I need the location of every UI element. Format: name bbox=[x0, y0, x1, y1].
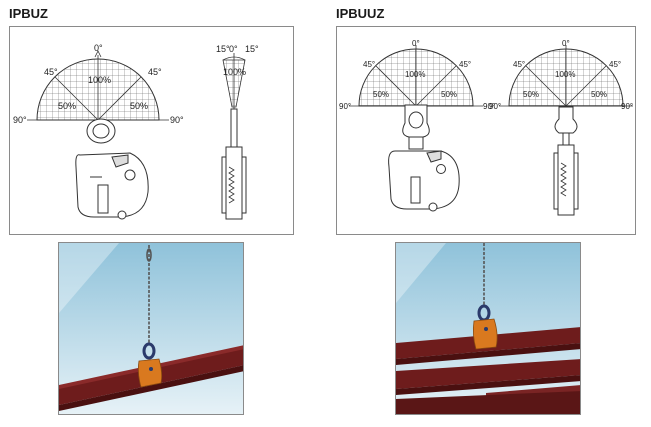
angle-label-top: 0° bbox=[94, 43, 103, 53]
ipbuz-clamp-front-view bbox=[75, 118, 149, 220]
angle-label-top: 0° bbox=[412, 39, 420, 48]
load-label-half-left: 50% bbox=[58, 101, 76, 111]
side-angle-label-left: 15° bbox=[216, 44, 230, 54]
ipbuuz-usage-illustration bbox=[395, 242, 581, 415]
load-label-full: 100% bbox=[405, 70, 425, 79]
angle-label-mid-right: 45° bbox=[459, 60, 471, 69]
side-angle-label-side-left: 90° bbox=[489, 102, 501, 111]
side-load-fan bbox=[222, 53, 246, 109]
load-label-half-right: 50% bbox=[441, 90, 457, 99]
angle-label-mid-left: 45° bbox=[44, 67, 58, 77]
side-load-label-full: 100% bbox=[223, 67, 246, 77]
ipbuuz-load-angle-diagram: 0° 45° 45° 100% 50% 50% 90° 90° 0° bbox=[339, 39, 633, 216]
lifting-chain bbox=[146, 245, 152, 343]
ipbuuz-clamp-side-view bbox=[553, 106, 579, 216]
ipbuz-clamp-side-view bbox=[221, 108, 247, 220]
ipbuz-diagram-panel: 0° 45° 45° 100% 50% 50% 90° 90° 15° 0° 1… bbox=[9, 26, 294, 235]
angle-label-mid-right: 45° bbox=[148, 67, 162, 77]
angle-label-side-left: 90° bbox=[339, 102, 351, 111]
ipbuz-load-angle-diagram: 0° 45° 45° 100% 50% 50% 90° 90° 15° 0° 1… bbox=[13, 43, 259, 220]
ipbuz-usage-illustration bbox=[58, 242, 244, 415]
model-title-ipbuz: IPBUZ bbox=[9, 6, 48, 21]
ipbuuz-clamp-front-view bbox=[388, 104, 460, 212]
clamp bbox=[472, 318, 498, 350]
angle-label-side-right: 90° bbox=[483, 102, 495, 111]
side-angle-label-center: 0° bbox=[229, 44, 238, 54]
side-angle-label-top: 0° bbox=[562, 39, 570, 48]
side-angle-label-mid-left: 45° bbox=[513, 60, 525, 69]
load-label-half-left: 50% bbox=[373, 90, 389, 99]
model-title-ipbuuz: IPBUUZ bbox=[336, 6, 385, 21]
side-load-label-half-right: 50% bbox=[591, 90, 607, 99]
clamp bbox=[137, 358, 163, 388]
side-angle-label-side-right: 90° bbox=[621, 102, 633, 111]
side-load-label-full: 100% bbox=[555, 70, 575, 79]
side-load-label-half-left: 50% bbox=[523, 90, 539, 99]
load-label-half-right: 50% bbox=[130, 101, 148, 111]
ipbuz-lifting-scene bbox=[59, 243, 243, 414]
side-angle-label-mid-right: 45° bbox=[609, 60, 621, 69]
load-label-full: 100% bbox=[88, 75, 111, 85]
shackle bbox=[142, 342, 156, 360]
ipbuuz-lifting-scene bbox=[396, 243, 580, 414]
angle-label-side-left: 90° bbox=[13, 115, 27, 125]
side-angle-label-right: 15° bbox=[245, 44, 259, 54]
angle-label-mid-left: 45° bbox=[363, 60, 375, 69]
angle-label-side-right: 90° bbox=[170, 115, 184, 125]
ipbuuz-diagram-panel: 0° 45° 45° 100% 50% 50% 90° 90° 0° bbox=[336, 26, 636, 235]
